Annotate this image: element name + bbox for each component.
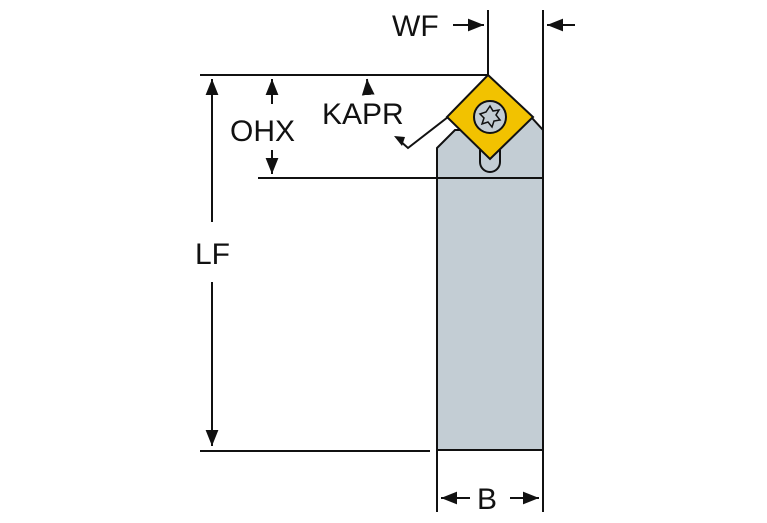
insert	[445, 73, 535, 161]
torx-icon	[478, 104, 502, 129]
kapr-arrowhead	[394, 136, 405, 146]
lf-label: LF	[195, 238, 230, 271]
kapr-arrow-top	[361, 78, 375, 96]
wf-label: WF	[392, 10, 439, 43]
ohx-label: OHX	[230, 115, 295, 148]
kapr-label: KAPR	[322, 98, 404, 131]
b-label: B	[477, 483, 497, 516]
